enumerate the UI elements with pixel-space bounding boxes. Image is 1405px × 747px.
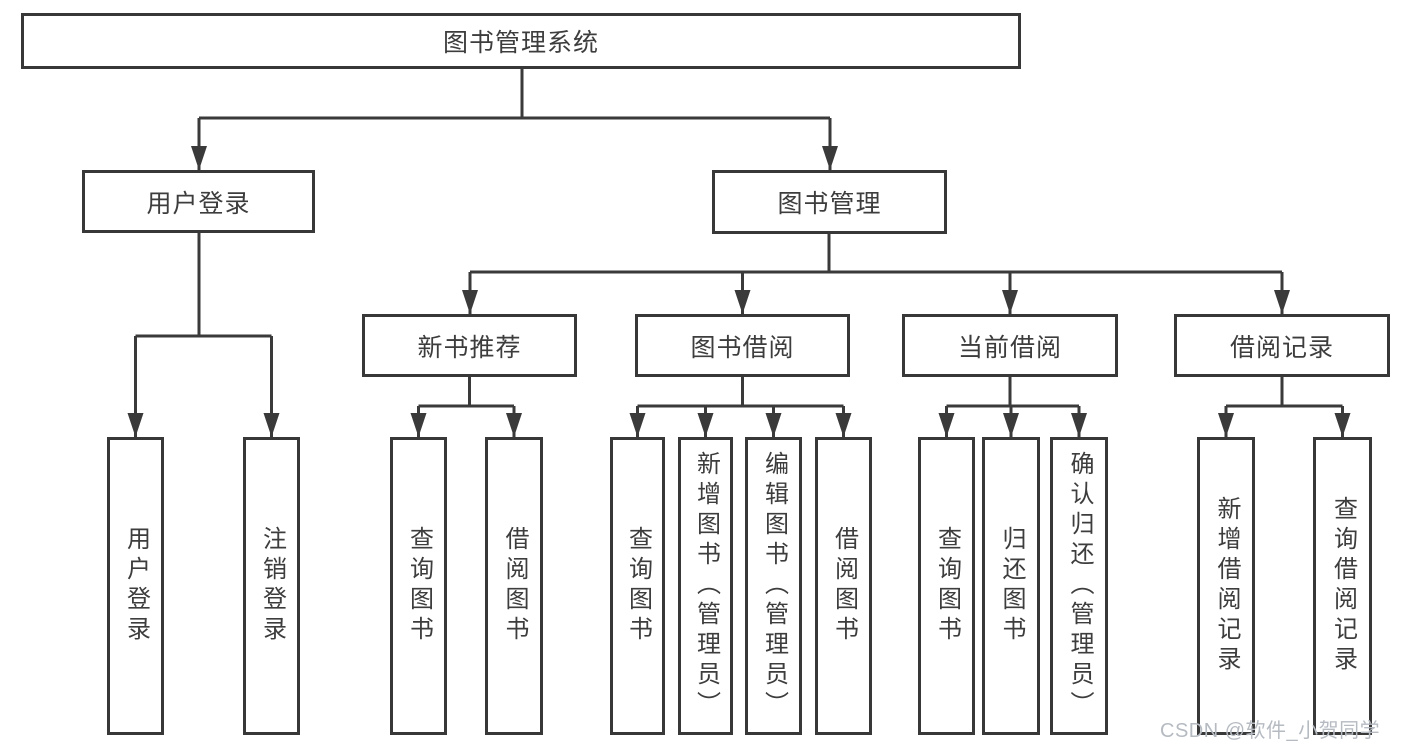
leaf-confirm-return-admin: 确认归还（管理员） bbox=[1050, 437, 1108, 735]
node-borrowing-records: 借阅记录 bbox=[1174, 314, 1390, 377]
csdn-watermark: CSDN @软件_小贺同学 bbox=[1160, 720, 1381, 742]
leaf-query-books-current: 查询图书 bbox=[918, 437, 975, 735]
node-user-login: 用户登录 bbox=[82, 170, 315, 233]
node-current-borrowing: 当前借阅 bbox=[902, 314, 1118, 377]
leaf-add-books-admin: 新增图书（管理员） bbox=[678, 437, 733, 735]
leaf-return-books: 归还图书 bbox=[982, 437, 1040, 735]
leaf-query-books-borrowing: 查询图书 bbox=[610, 437, 665, 735]
leaf-add-borrow-record: 新增借阅记录 bbox=[1197, 437, 1255, 735]
node-book-management: 图书管理 bbox=[712, 170, 947, 234]
node-book-borrowing: 图书借阅 bbox=[635, 314, 850, 377]
leaf-user-login: 用户登录 bbox=[107, 437, 164, 735]
node-root-system: 图书管理系统 bbox=[21, 13, 1021, 69]
leaf-edit-books-admin: 编辑图书（管理员） bbox=[745, 437, 802, 735]
leaf-borrow-books-recommend: 借阅图书 bbox=[485, 437, 543, 735]
leaf-logout: 注销登录 bbox=[243, 437, 300, 735]
node-new-book-recommend: 新书推荐 bbox=[362, 314, 577, 377]
leaf-query-borrow-record: 查询借阅记录 bbox=[1313, 437, 1372, 735]
leaf-borrow-books: 借阅图书 bbox=[815, 437, 872, 735]
leaf-query-books-recommend: 查询图书 bbox=[390, 437, 447, 735]
